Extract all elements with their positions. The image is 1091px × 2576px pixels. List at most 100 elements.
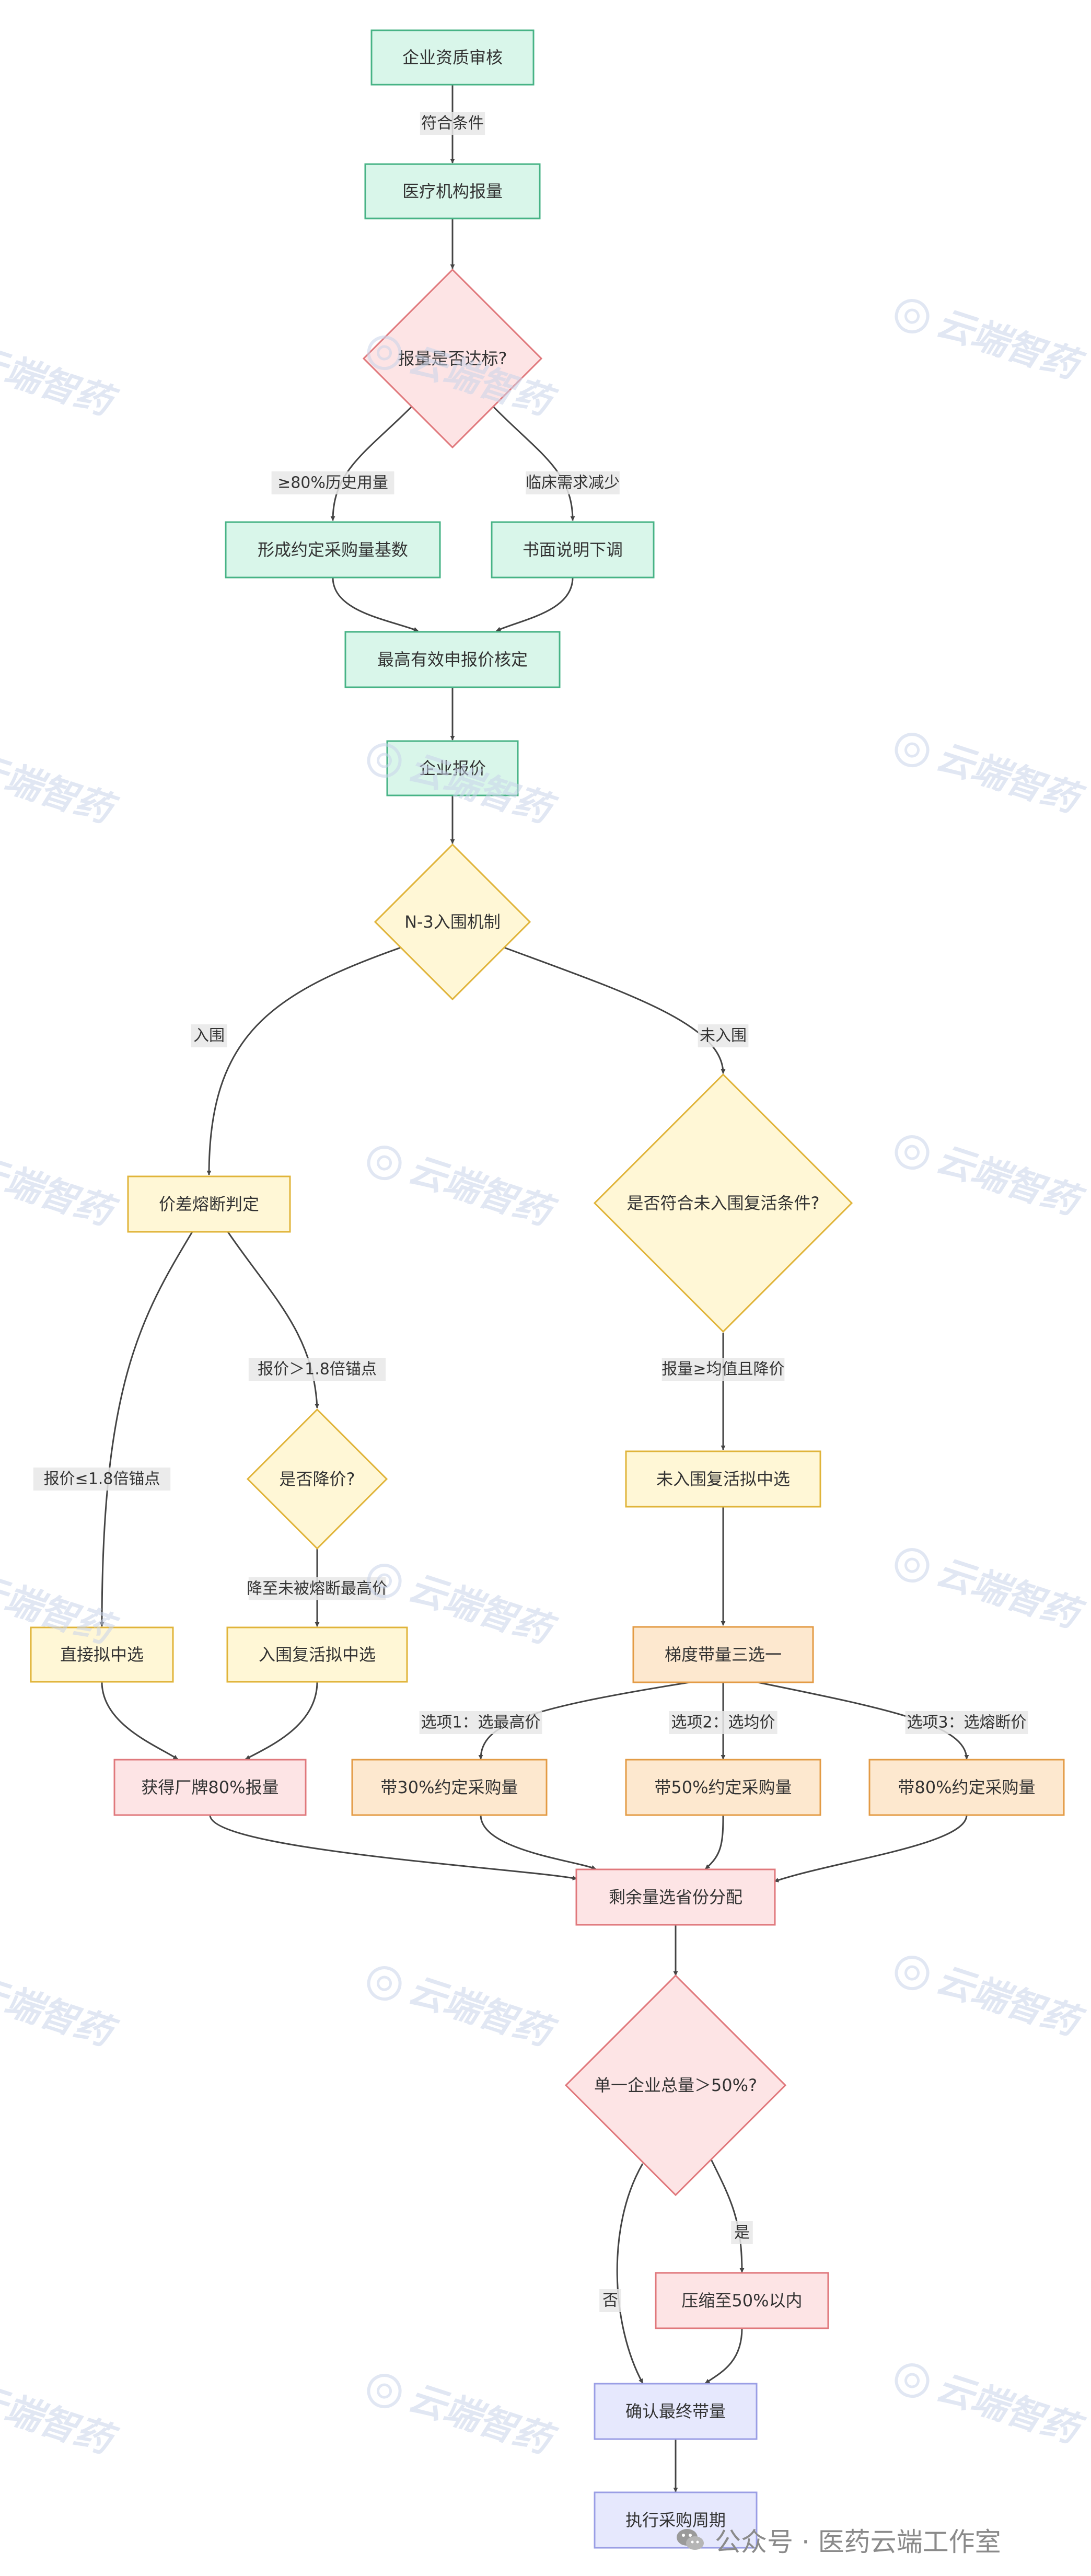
node-n7: 价差熔断判定 [127,1175,291,1233]
process-box [386,740,519,796]
node-label: 带30%约定采购量 [380,1777,518,1797]
edge-e22 [209,1815,577,1880]
node-n10: 入围复活拟中选 [226,1626,408,1683]
process-box [351,1759,548,1816]
node-label: 企业资质审核 [402,48,503,67]
node-n11: 梯度带量三选一 [632,1626,814,1683]
node-n19: 执行采购周期 [594,2491,758,2549]
edge-e17 [101,1681,178,1760]
node-n18: 确认最终带量 [594,2383,758,2440]
node-label: 剩余量选省份分配 [609,1887,742,1907]
node-n1: 企业资质审核 [370,29,535,86]
edge-label-e4: 临床需求减少 [526,471,620,494]
node-d2: N-3入围机制 [374,843,531,1001]
node-label: 压缩至50%以内 [681,2291,802,2311]
process-box [625,1450,821,1508]
edge-label-e3: ≥80%历史用量 [271,471,394,494]
edge-label-text: 否 [602,2292,618,2310]
process-box [868,1759,1065,1816]
node-label: 最高有效申报价核定 [377,650,528,669]
edge-label-text: ≥80%历史用量 [277,474,388,492]
edge-label-e12: 报价＞1.8倍锚点 [248,1358,386,1381]
edge-label-bg [419,1711,542,1734]
node-label: 医疗机构报量 [402,181,503,201]
node-n8: 未入围复活拟中选 [625,1450,821,1508]
edge-e10 [502,946,726,1074]
edge-label-bg [420,112,485,135]
edge-label-text: 报量≥均值且降价 [661,1360,784,1379]
edge-label-e20: 选项3：选熔断价 [905,1711,1028,1734]
node-label: 单一企业总量＞50%? [594,2075,757,2095]
decision-shape [362,268,543,449]
node-n3: 形成约定采购量基数 [225,521,441,579]
edge-label-bg [661,1358,785,1381]
edge-label-bg [248,1358,386,1381]
process-box [625,1759,821,1816]
edge-e25 [774,1815,968,1882]
process-box [344,631,561,688]
node-n14: 带50%约定采购量 [625,1759,821,1816]
edge-label-bg [33,1468,171,1491]
decision-shape [246,1408,388,1550]
edge-e3 [330,405,414,521]
edge-e9 [206,946,403,1175]
node-n15: 带80%约定采购量 [868,1759,1065,1816]
edge-label-e11: 报价≤1.8倍锚点 [33,1468,171,1491]
process-box [594,2383,758,2440]
decision-shape [593,1073,853,1333]
edge-e30 [705,2328,743,2384]
node-n4: 书面说明下调 [491,521,655,579]
edge-label-e29: 否 [599,2289,621,2312]
edge-e23 [480,1815,596,1870]
node-label: 确认最终带量 [625,2401,726,2421]
footer-text: 公众号 · 医药云端工作室 [715,2527,1001,2557]
edge-label-bg [731,2221,753,2244]
edge-label-e15: 降至未被熔断最高价 [247,1577,388,1600]
edge-label-e28: 是 [731,2221,753,2244]
edge-label-text: 选项2：选均价 [671,1714,775,1732]
node-n12: 获得厂牌80%报量 [113,1759,307,1816]
edge-label-e10: 未入围 [698,1024,749,1047]
wechat-icon [677,2529,704,2550]
node-label: N-3入围机制 [404,912,501,932]
node-label: 梯度带量三选一 [665,1645,782,1665]
edge-e4 [491,405,575,521]
process-box [30,1626,174,1683]
edge-e5 [332,577,419,632]
edge-label-bg [905,1711,1028,1734]
edge-e11 [99,1231,193,1627]
edge-label-text: 降至未被熔断最高价 [247,1580,388,1598]
edge-label-bg [669,1711,777,1734]
node-n2: 医疗机构报量 [364,163,541,220]
footer: 公众号 · 医药云端工作室 [674,2516,1001,2563]
node-n5: 最高有效申报价核定 [344,631,561,688]
node-d5: 单一企业总量＞50%? [564,1974,787,2197]
node-label: 直接拟中选 [60,1645,144,1665]
edge-e24 [705,1815,724,1870]
process-box [113,1759,307,1816]
edge-label-text: 报价＞1.8倍锚点 [258,1360,377,1379]
node-label: 书面说明下调 [523,540,623,560]
edge-label-bg [191,1024,227,1047]
edge-e28 [710,2158,745,2273]
node-n6: 企业报价 [386,740,519,796]
process-box [491,521,655,579]
edge-label-e1: 符合条件 [420,112,485,135]
edge-e29 [616,2163,644,2384]
edge-e21 [245,1681,318,1760]
process-box [575,1868,776,1926]
edge-label-bg [698,1024,749,1047]
process-box [655,2272,829,2329]
edge-label-e9: 入围 [191,1024,227,1047]
node-d1: 报量是否达标? [362,268,543,449]
edge-label-e18: 选项1：选最高价 [419,1711,542,1734]
edge-label-text: 选项3：选熔断价 [907,1714,1026,1732]
edge-label-e14: 报量≥均值且降价 [661,1358,785,1381]
node-d3: 是否符合未入围复活条件? [593,1073,853,1333]
edge-label-bg [599,2289,621,2312]
node-label: 是否符合未入围复活条件? [627,1193,820,1213]
node-label: 未入围复活拟中选 [656,1469,790,1489]
node-label: 企业报价 [419,758,486,778]
edge-label-text: 入围 [193,1027,225,1045]
edge-label-text: 符合条件 [421,114,484,133]
